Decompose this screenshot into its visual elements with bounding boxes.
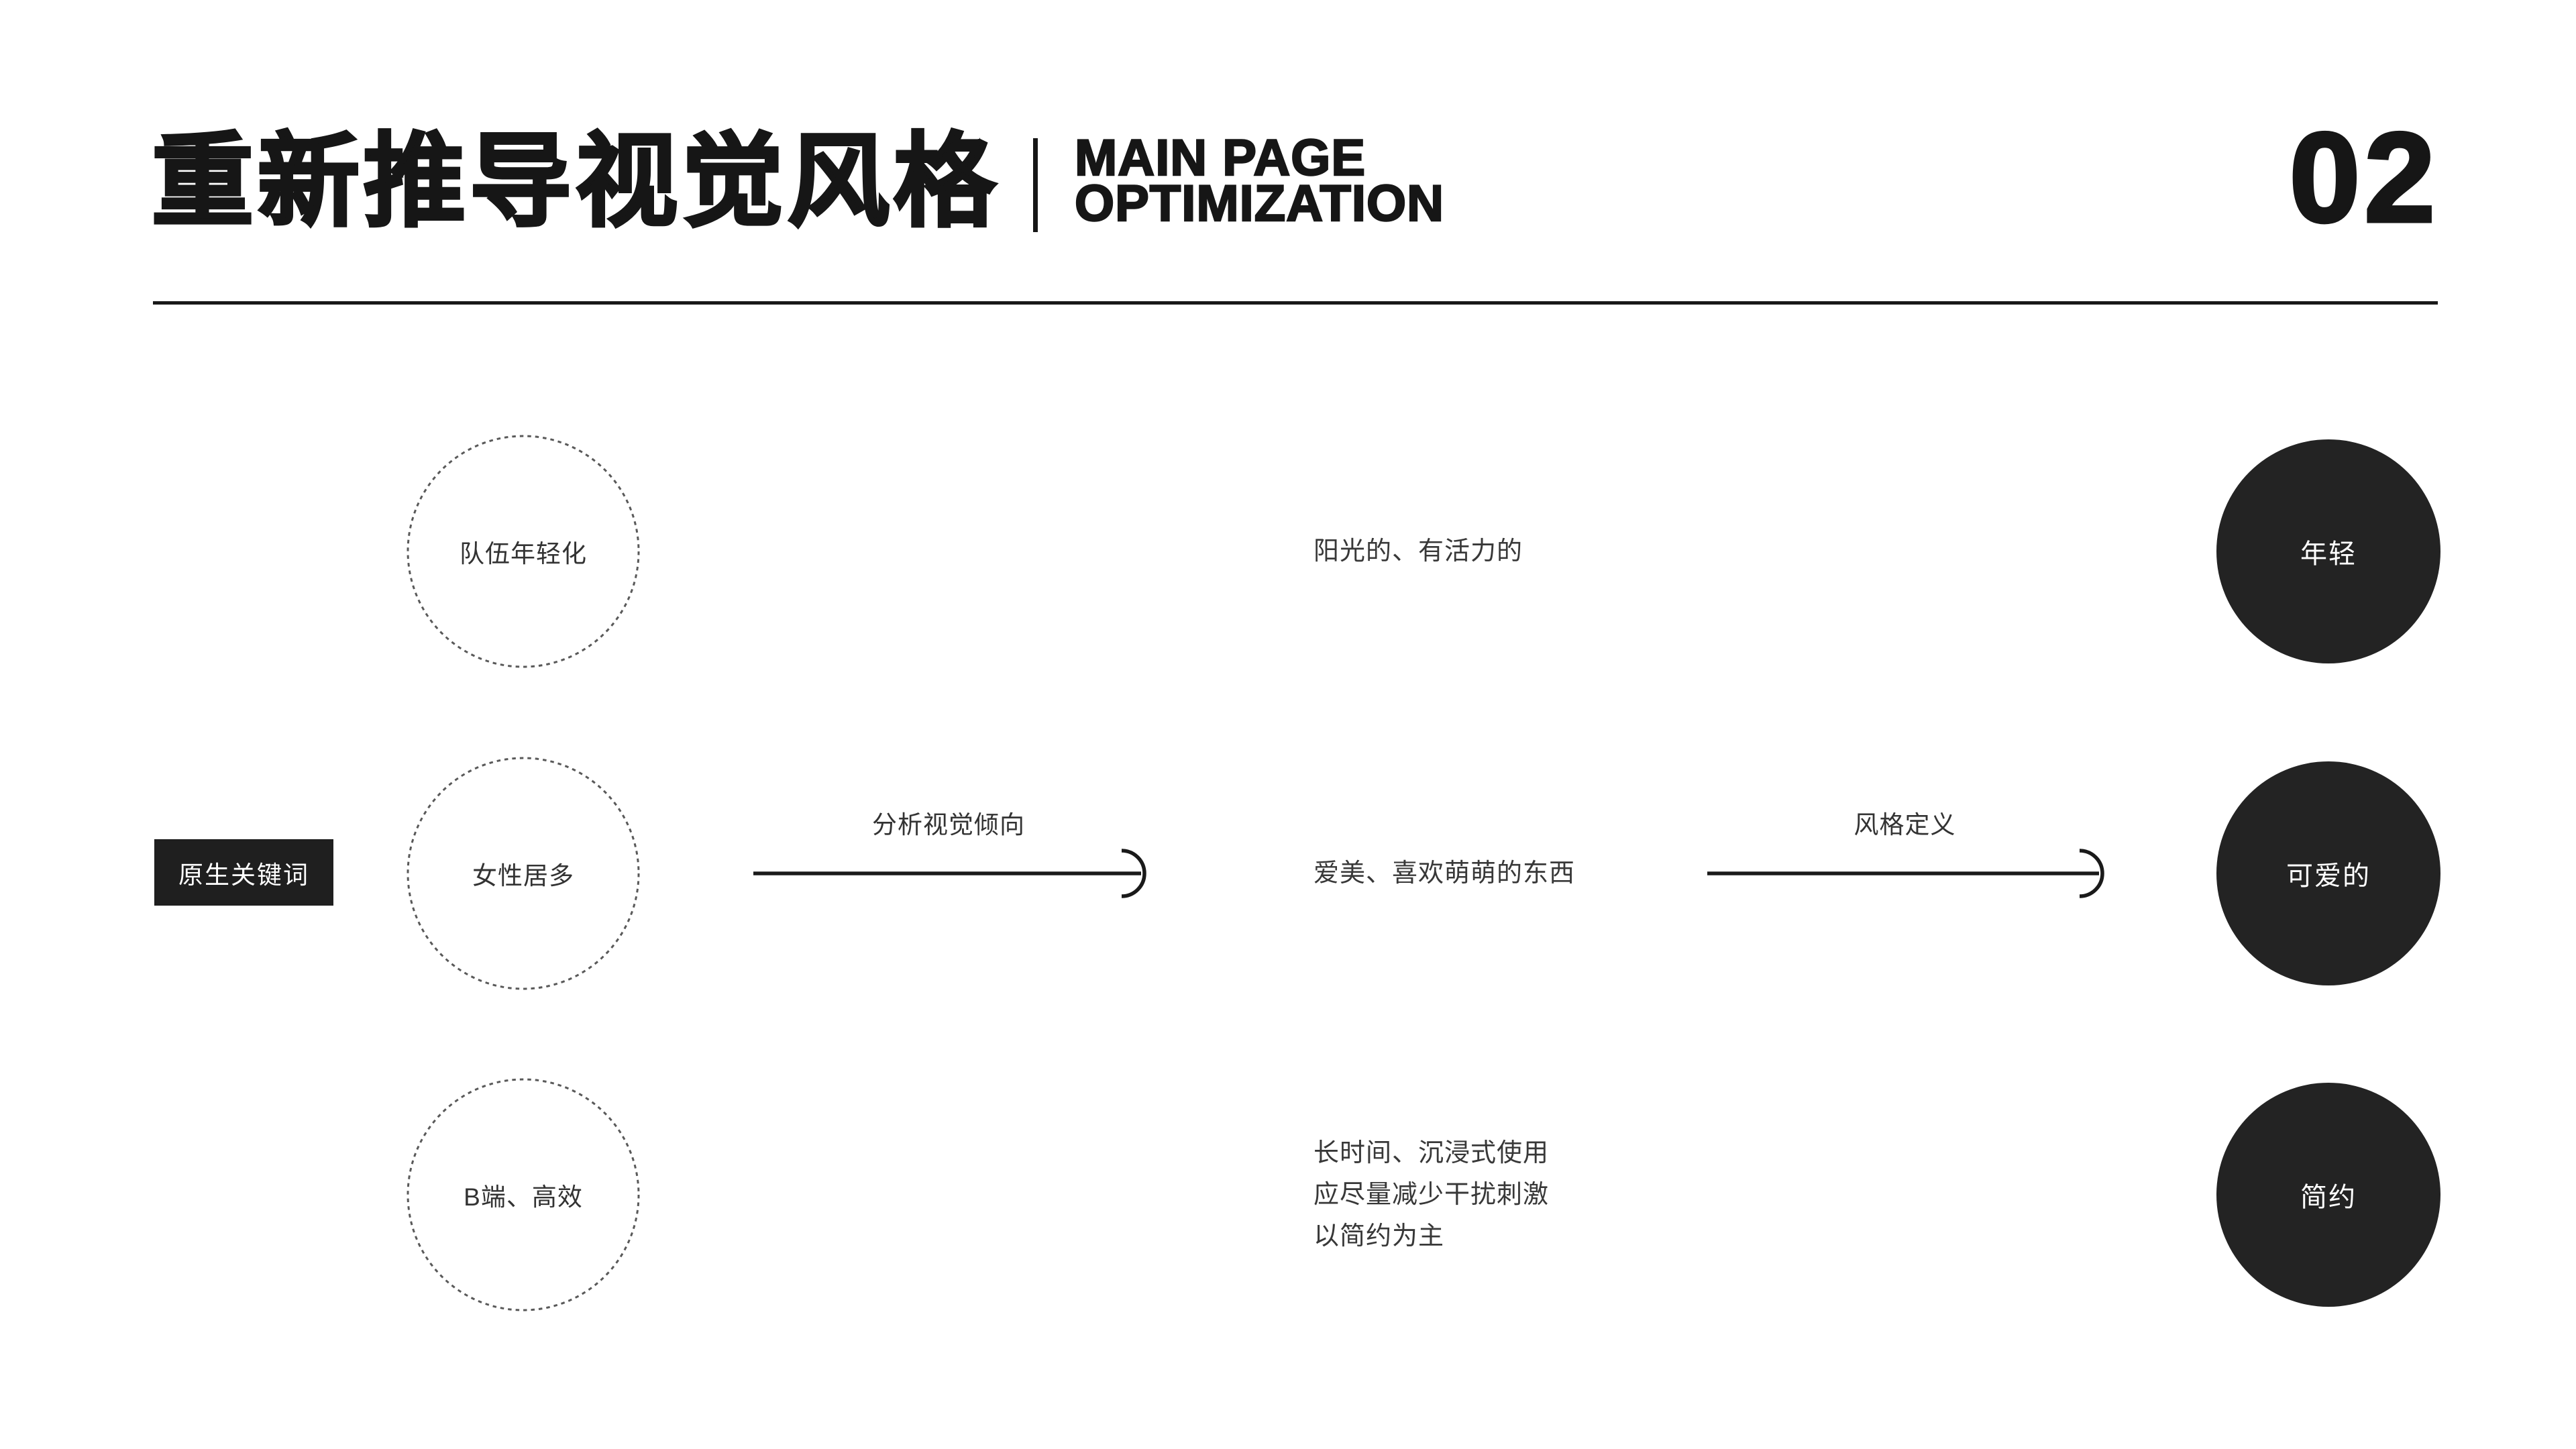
analysis-text-2: 爱美、喜欢萌萌的东西	[1313, 853, 1575, 894]
arrow-2-head	[2079, 849, 2104, 898]
page-subtitle-line1: MAIN PAGE	[1074, 129, 1366, 186]
title-divider	[1033, 138, 1038, 232]
analysis-text-1-line1: 阳光的、有活力的	[1313, 537, 1523, 566]
keyword-circle-3-outline	[407, 1078, 640, 1311]
style-circle-minimal-label: 简约	[2300, 1183, 2357, 1212]
analysis-text-1: 阳光的、有活力的	[1313, 531, 1523, 572]
arrow-1-label: 分析视觉倾向	[872, 811, 1025, 839]
page-title: 重新推导视觉风格	[150, 123, 1000, 240]
analysis-text-3-line1: 长时间、沉浸式使用	[1313, 1139, 1550, 1167]
arrow-1-head	[1121, 849, 1146, 898]
keyword-circle-3-label: B端、高效	[464, 1183, 583, 1211]
keyword-circle-2-outline	[407, 757, 640, 990]
page-number: 02	[2288, 107, 2439, 249]
style-circle-young-label: 年轻	[2300, 539, 2357, 569]
style-circle-cute-label: 可爱的	[2286, 861, 2371, 891]
style-circle-minimal: 简约	[2216, 1083, 2440, 1307]
style-circle-cute: 可爱的	[2216, 761, 2440, 985]
header-rule	[153, 301, 2438, 305]
keyword-circle-2-label: 女性居多	[472, 862, 574, 890]
analysis-text-2-line1: 爱美、喜欢萌萌的东西	[1313, 859, 1576, 888]
analysis-text-3-line2: 应尽量减少干扰刺激	[1313, 1181, 1550, 1209]
page-subtitle-line2: OPTIMIZATION	[1074, 175, 1444, 232]
arrow-2-label: 风格定义	[1854, 811, 1956, 839]
keyword-circle-1-outline	[407, 435, 640, 668]
analysis-text-3-line3: 以简约为主	[1313, 1222, 1445, 1250]
page-subtitle: MAIN PAGE OPTIMIZATION	[1074, 129, 1444, 232]
analysis-text-3: 长时间、沉浸式使用 应尽量减少干扰刺激 以简约为主	[1313, 1132, 1549, 1257]
source-keyword-tag: 原生关键词	[154, 839, 333, 906]
keyword-circle-1-label: 队伍年轻化	[460, 540, 587, 568]
style-circle-young: 年轻	[2216, 439, 2440, 663]
